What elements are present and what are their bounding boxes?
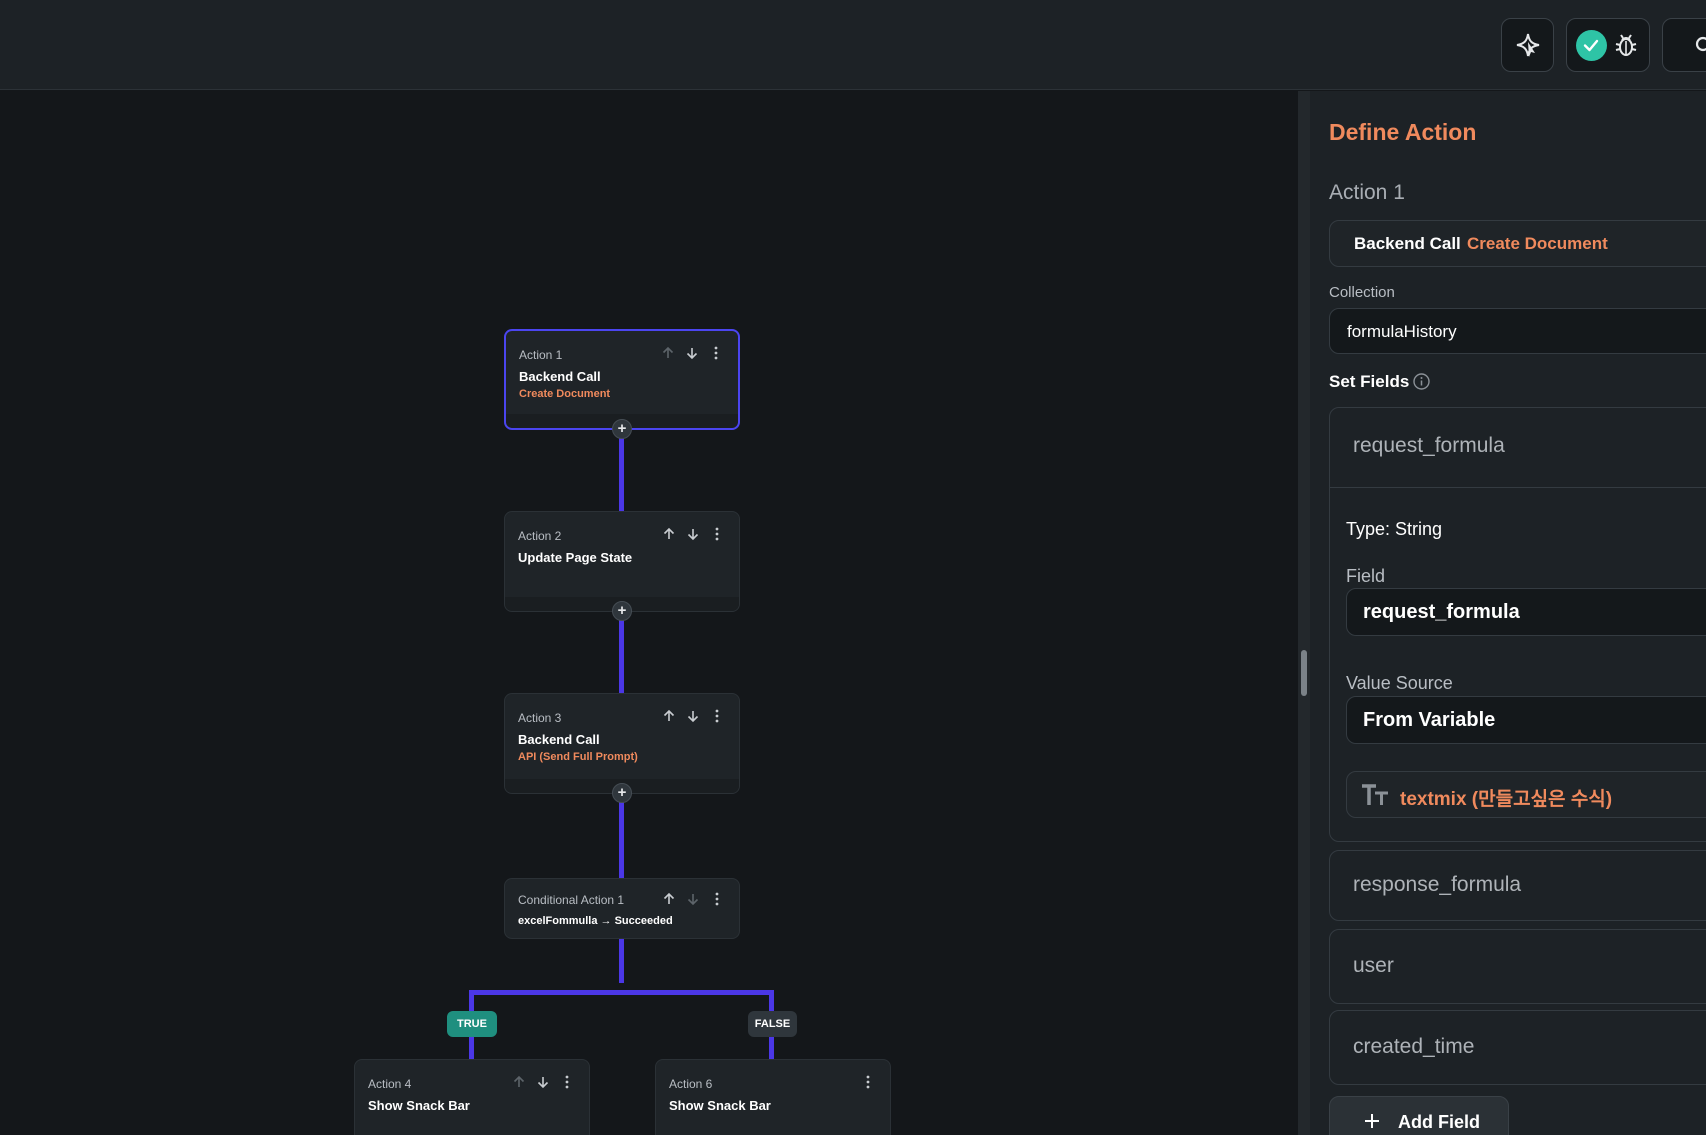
action-subtype: Create Document xyxy=(1467,234,1608,253)
gemini-button[interactable] xyxy=(1501,18,1554,72)
action-node-3[interactable]: Action 3 Backend Call API (Send Full Pro… xyxy=(504,693,740,794)
field-card-user[interactable]: user xyxy=(1329,929,1706,1004)
panel-splitter[interactable] xyxy=(1298,91,1310,1135)
text-type-icon xyxy=(1360,783,1390,812)
top-toolbar xyxy=(0,0,1706,90)
type-label: Type: String xyxy=(1346,519,1443,539)
field-name: request_formula xyxy=(1353,434,1505,457)
false-branch-badge[interactable]: FALSE xyxy=(748,1011,797,1037)
more-vert-icon[interactable] xyxy=(708,345,724,361)
move-up-icon xyxy=(511,1074,527,1090)
field-card-request-formula: request_formula Type: String Field reque… xyxy=(1329,407,1706,842)
field-name: user xyxy=(1353,954,1394,977)
status-debug-group xyxy=(1566,18,1650,72)
collection-dropdown[interactable]: formulaHistory xyxy=(1329,308,1706,354)
info-icon[interactable] xyxy=(1412,372,1431,396)
move-up-icon[interactable] xyxy=(661,891,677,907)
node-subtitle: Create Document xyxy=(519,388,611,400)
collection-label: Collection xyxy=(1329,284,1395,301)
node-title: Update Page State xyxy=(518,550,633,565)
connector-line xyxy=(619,612,624,693)
branch-line xyxy=(469,990,774,995)
action-node-2[interactable]: Action 2 Update Page State xyxy=(504,511,740,612)
node-label: Conditional Action 1 xyxy=(518,893,625,907)
more-vert-icon[interactable] xyxy=(709,891,725,907)
variable-value: textmix (만들고싶은 수식) xyxy=(1400,789,1613,810)
add-field-label: Add Field xyxy=(1398,1112,1480,1132)
splitter-handle[interactable] xyxy=(1301,650,1307,696)
move-down-icon[interactable] xyxy=(684,345,700,361)
value-source-label: Value Source xyxy=(1346,673,1453,693)
node-title: Show Snack Bar xyxy=(368,1098,470,1113)
node-title: Backend Call xyxy=(518,732,600,747)
move-down-icon[interactable] xyxy=(685,526,701,542)
field-card-response-formula[interactable]: response_formula xyxy=(1329,850,1706,921)
node-label: Action 2 xyxy=(518,529,562,543)
more-vert-icon[interactable] xyxy=(709,526,725,542)
field-value: request_formula xyxy=(1363,601,1520,623)
search-button[interactable] xyxy=(1662,18,1706,72)
condition-expression: excelFommulla → Succeeded xyxy=(518,915,673,927)
bug-icon[interactable] xyxy=(1612,31,1640,59)
value-source-select[interactable]: From Variable xyxy=(1346,696,1706,744)
field-select[interactable]: request_formula xyxy=(1346,588,1706,636)
move-up-icon[interactable] xyxy=(661,708,677,724)
field-name: response_formula xyxy=(1353,873,1522,896)
plus-icon xyxy=(1364,1113,1380,1134)
move-down-icon xyxy=(685,891,701,907)
define-action-panel: Define Action Action 1 Backend Call Crea… xyxy=(1310,91,1706,1135)
connector-line xyxy=(619,430,624,511)
node-title: Show Snack Bar xyxy=(669,1098,771,1113)
panel-title: Define Action xyxy=(1329,119,1477,145)
set-fields-label: Set Fields xyxy=(1329,372,1410,391)
field-header[interactable]: request_formula xyxy=(1330,408,1706,488)
move-up-icon[interactable] xyxy=(661,526,677,542)
field-label: Field xyxy=(1346,566,1386,586)
action-node-4[interactable]: Action 4 Show Snack Bar xyxy=(354,1059,590,1135)
action-type-selector[interactable]: Backend Call Create Document xyxy=(1329,220,1706,267)
node-label: Action 1 xyxy=(519,348,563,362)
node-label: Action 6 xyxy=(669,1077,713,1091)
action-node-6[interactable]: Action 6 Show Snack Bar xyxy=(655,1059,891,1135)
more-vert-icon[interactable] xyxy=(559,1074,575,1090)
check-circle-icon[interactable] xyxy=(1575,29,1607,61)
connector-line xyxy=(619,794,624,882)
node-label: Action 3 xyxy=(518,711,562,725)
action-label: Action 1 xyxy=(1329,181,1405,204)
value-source-value: From Variable xyxy=(1363,709,1496,731)
node-title: Backend Call xyxy=(519,369,601,384)
true-branch-badge[interactable]: TRUE xyxy=(447,1011,497,1037)
add-field-button[interactable]: Add Field xyxy=(1329,1096,1509,1135)
add-action-button[interactable]: + xyxy=(612,783,632,803)
add-action-button[interactable]: + xyxy=(612,601,632,621)
move-down-icon[interactable] xyxy=(685,708,701,724)
field-card-created-time[interactable]: created_time xyxy=(1329,1010,1706,1085)
connector-line xyxy=(619,939,624,983)
field-name: created_time xyxy=(1353,1035,1475,1058)
move-up-icon xyxy=(660,345,676,361)
variable-chip[interactable]: textmix (만들고싶은 수식) xyxy=(1346,771,1706,818)
collection-value: formulaHistory xyxy=(1347,322,1457,341)
action-node-1[interactable]: Action 1 Backend Call Create Document xyxy=(504,329,740,430)
gemini-icon xyxy=(1516,33,1539,57)
node-subtitle: API (Send Full Prompt) xyxy=(518,751,638,763)
search-icon xyxy=(1695,36,1706,52)
conditional-action-node[interactable]: Conditional Action 1 excelFommulla → Suc… xyxy=(504,878,740,939)
more-vert-icon[interactable] xyxy=(860,1074,876,1090)
action-flow-canvas[interactable]: Action 1 Backend Call Create Document + … xyxy=(0,91,1298,1135)
move-down-icon[interactable] xyxy=(535,1074,551,1090)
action-type: Backend Call xyxy=(1354,234,1461,253)
node-label: Action 4 xyxy=(368,1077,412,1091)
more-vert-icon[interactable] xyxy=(709,708,725,724)
add-action-button[interactable]: + xyxy=(612,419,632,439)
